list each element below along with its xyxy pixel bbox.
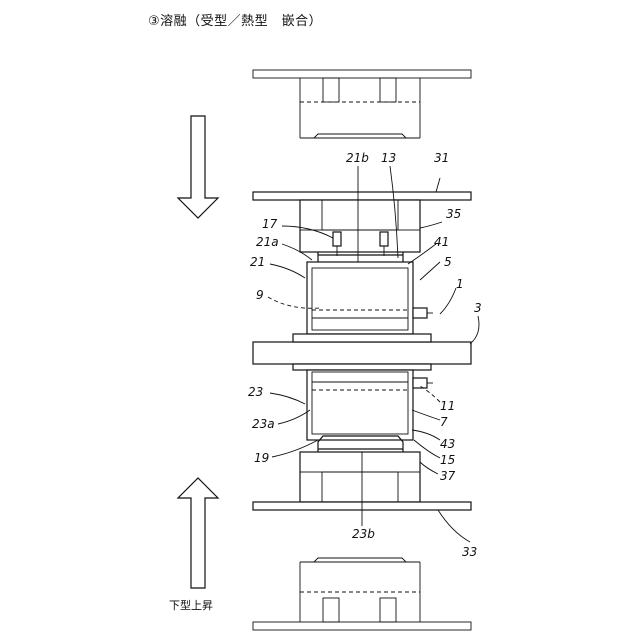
label-43: 43 bbox=[440, 437, 455, 451]
label-9: 9 bbox=[256, 288, 264, 302]
up-arrow-icon bbox=[178, 478, 218, 588]
upper-ghost-press bbox=[253, 70, 471, 138]
label-21: 21 bbox=[250, 255, 265, 269]
label-1: 1 bbox=[456, 277, 464, 291]
label-31: 31 bbox=[434, 151, 449, 165]
label-21a: 21a bbox=[256, 235, 279, 249]
label-23b: 23b bbox=[352, 527, 375, 541]
label-37: 37 bbox=[440, 469, 456, 483]
label-13: 13 bbox=[381, 151, 396, 165]
upper-support-block bbox=[300, 200, 420, 252]
lower-ghost-press bbox=[253, 558, 471, 630]
label-19: 19 bbox=[254, 451, 269, 465]
label-7: 7 bbox=[440, 415, 448, 429]
middle-plate bbox=[253, 342, 471, 364]
upper-receiving-mold bbox=[307, 262, 433, 334]
lower-receiving-mold bbox=[307, 370, 433, 440]
upper-plate bbox=[253, 192, 471, 200]
label-23: 23 bbox=[248, 385, 263, 399]
label-35: 35 bbox=[446, 207, 461, 221]
label-17: 17 bbox=[262, 217, 278, 231]
lower-support-block bbox=[300, 452, 420, 502]
label-21b: 21b bbox=[346, 151, 369, 165]
down-arrow-icon bbox=[178, 116, 218, 218]
label-15: 15 bbox=[440, 453, 455, 467]
label-41: 41 bbox=[434, 235, 449, 249]
label-33: 33 bbox=[462, 545, 477, 559]
label-5: 5 bbox=[444, 255, 452, 269]
label-3: 3 bbox=[474, 301, 482, 315]
label-23a: 23a bbox=[252, 417, 275, 431]
caption-lower-mold-rise: 下型上昇 bbox=[169, 598, 213, 612]
label-11: 11 bbox=[440, 399, 455, 413]
